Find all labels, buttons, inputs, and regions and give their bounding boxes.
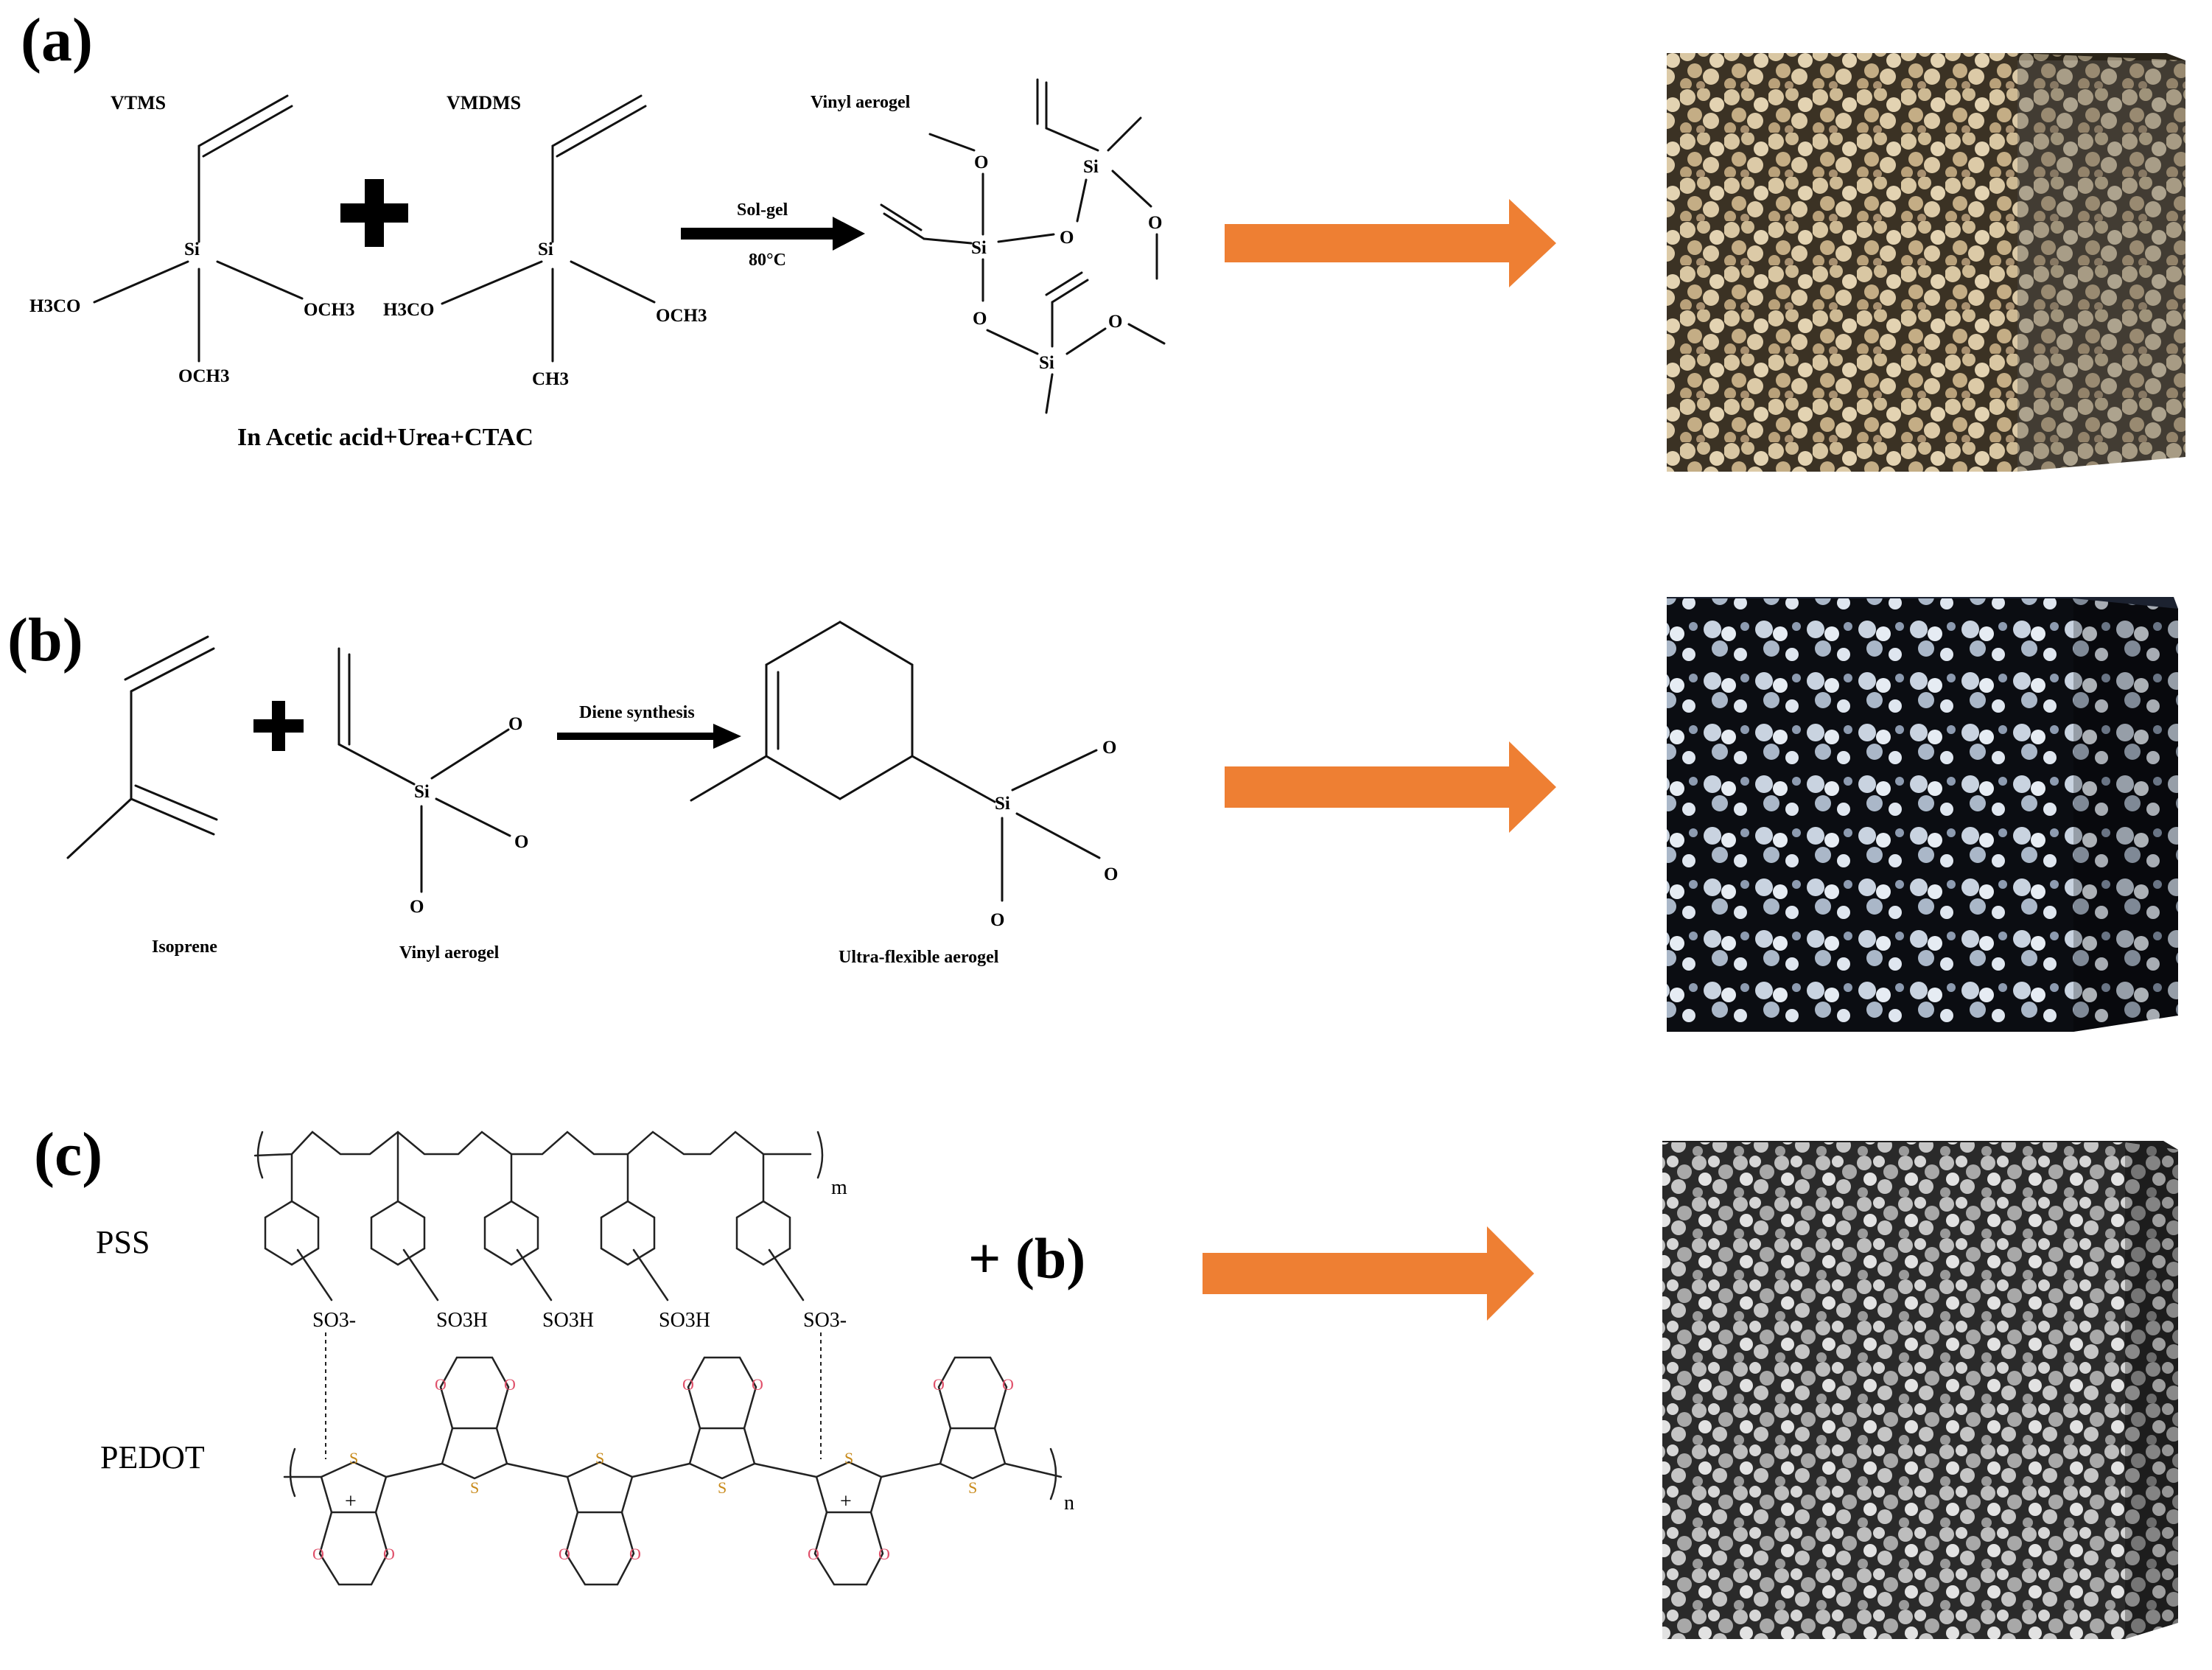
pedot-s-2: S — [470, 1478, 479, 1497]
pedot-s-6: S — [968, 1478, 977, 1497]
pss-so3h-3: SO3H — [659, 1309, 710, 1332]
pedot-s-3: S — [595, 1449, 604, 1467]
pedot-o-6a: O — [933, 1375, 945, 1394]
vinyl-aerogel-o2: O — [514, 832, 528, 852]
aerogel-cube-a — [1667, 53, 2185, 472]
pedot-s-4: S — [718, 1478, 727, 1497]
ultra-flexible-label: Ultra-flexible aerogel — [839, 948, 999, 967]
plus-sign-a — [340, 179, 408, 247]
pedot-s-1: S — [349, 1449, 358, 1467]
pedot-o-5a: O — [808, 1545, 819, 1563]
vtms-si: Si — [184, 240, 200, 259]
panel-b-label: (b) — [7, 606, 83, 674]
pedot-o-3b: O — [629, 1545, 641, 1563]
pss-so3h-2: SO3H — [542, 1309, 594, 1332]
pedot-plus-2: + — [840, 1490, 852, 1513]
pss-phenyl-ring-4: SO3H — [600, 1153, 710, 1332]
product-o-lower-right: O — [1108, 312, 1122, 332]
pss-so3-minus-2: SO3- — [803, 1309, 847, 1332]
pedot-o-4b: O — [752, 1375, 763, 1394]
vtms-och3-right: OCH3 — [304, 300, 354, 320]
pss-label: PSS — [96, 1224, 150, 1260]
vmdms-och3: OCH3 — [656, 306, 707, 326]
vinyl-aerogel-product: Vinyl aerogel Si O O O Si O Si — [811, 78, 1166, 414]
vinyl-aerogel-label: Vinyl aerogel — [811, 93, 911, 112]
arrow-condition-solgel: Sol-gel — [737, 200, 788, 220]
panel-a: (a) VTMS Si H3CO OCH3 OCH3 VMDMS Si — [21, 6, 2185, 472]
panel-b: (b) Isoprene Si O O O V — [7, 597, 2178, 1032]
pss-phenyl-ring-2: SO3H — [370, 1131, 488, 1332]
plus-sign-b — [253, 701, 304, 751]
orange-arrow-b — [1225, 741, 1556, 833]
sol-gel-reaction-arrow: Sol-gel 80°C — [681, 200, 865, 270]
pedot-plus-1: + — [345, 1490, 357, 1513]
product-o-upper-right: O — [1148, 213, 1162, 233]
vmdms-label: VMDMS — [447, 92, 521, 113]
vinyl-aerogel-o3: O — [410, 897, 424, 917]
pss-so3-minus-1: SO3- — [312, 1309, 356, 1332]
pss-phenyl-ring-5: SO3- — [735, 1153, 847, 1332]
pedot-o-3a: O — [559, 1545, 570, 1563]
pedot-o-5b: O — [878, 1545, 890, 1563]
vtms-h3co: H3CO — [29, 296, 80, 316]
solvent-conditions: In Acetic acid+Urea+CTAC — [237, 424, 533, 451]
panel-a-label: (a) — [21, 6, 93, 74]
pss-phenyl-ring-3: SO3H — [483, 1153, 594, 1332]
vmdms-si: Si — [538, 240, 553, 259]
vtms-molecule: VTMS Si H3CO OCH3 OCH3 — [29, 92, 354, 386]
panel-c: (c) PSS PEDOT m SO3- SO3H — [34, 1120, 2178, 1639]
aerogel-cube-b — [1667, 597, 2178, 1032]
pedot-label: PEDOT — [100, 1439, 205, 1475]
vinyl-aerogel-b-label: Vinyl aerogel — [399, 943, 500, 962]
pss-subscript-m: m — [831, 1176, 847, 1199]
pedot-chain: S O O + S O O S O O S O O — [283, 1356, 1074, 1586]
vmdms-h3co: H3CO — [383, 300, 434, 320]
pedot-o-2b: O — [504, 1375, 516, 1394]
pss-phenyl-ring-1: SO3- — [264, 1153, 356, 1332]
orange-arrow-a — [1225, 199, 1556, 287]
pedot-subscript-n: n — [1064, 1492, 1074, 1514]
product-si-center: Si — [971, 238, 987, 258]
diene-synthesis-label: Diene synthesis — [579, 703, 695, 722]
vinyl-aerogel-si: Si — [414, 782, 430, 802]
vmdms-ch3: CH3 — [532, 369, 569, 389]
plus-b-label: + (b) — [968, 1226, 1085, 1290]
vinyl-aerogel-o1: O — [508, 714, 522, 734]
pedot-o-2a: O — [435, 1375, 447, 1394]
aerogel-cube-c — [1662, 1141, 2178, 1639]
pedot-o-1a: O — [312, 1545, 324, 1563]
panel-c-label: (c) — [34, 1120, 102, 1189]
product-o-right: O — [1060, 228, 1074, 248]
vinyl-aerogel-reactant: Si O O O Vinyl aerogel — [337, 647, 528, 962]
pss-so3h-1: SO3H — [436, 1309, 488, 1332]
product-o-bottom: O — [973, 309, 987, 329]
vtms-label: VTMS — [111, 92, 166, 113]
product-b-o2: O — [1104, 864, 1118, 884]
arrow-condition-temperature: 80°C — [749, 251, 786, 270]
pss-chain: m SO3- SO3H SO3H — [253, 1131, 847, 1332]
product-si-upper: Si — [1083, 157, 1099, 177]
ultra-flexible-aerogel-product: Si O O O Ultra-flexible aerogel — [690, 621, 1118, 967]
pedot-o-1b: O — [383, 1545, 395, 1563]
product-si-lower: Si — [1039, 353, 1054, 373]
pedot-o-6b: O — [1002, 1375, 1014, 1394]
pedot-o-4a: O — [682, 1375, 694, 1394]
product-b-si: Si — [995, 794, 1010, 814]
product-b-o1: O — [1102, 738, 1116, 758]
product-o-top: O — [974, 153, 988, 172]
vmdms-molecule: VMDMS Si H3CO OCH3 CH3 — [383, 92, 707, 389]
product-b-o3: O — [990, 910, 1004, 930]
diene-synthesis-arrow: Diene synthesis — [557, 703, 741, 749]
pedot-s-5: S — [844, 1449, 853, 1467]
vtms-och3-bottom: OCH3 — [178, 366, 229, 386]
isoprene-molecule: Isoprene — [66, 635, 218, 957]
isoprene-label: Isoprene — [152, 937, 217, 957]
orange-arrow-c — [1203, 1226, 1534, 1321]
